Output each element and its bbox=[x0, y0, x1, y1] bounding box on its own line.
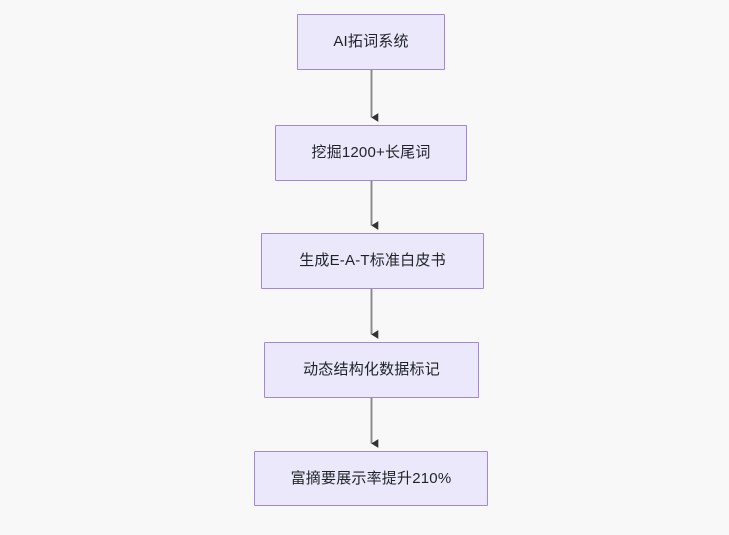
flow-node-generate-eat-whitepaper[interactable]: 生成E-A-T标准白皮书 bbox=[261, 233, 484, 289]
flow-node-label: 富摘要展示率提升210% bbox=[290, 469, 452, 487]
flow-node-label: AI拓词系统 bbox=[333, 33, 409, 51]
flow-node-mine-longtail-keywords[interactable]: 挖掘1200+长尾词 bbox=[275, 125, 467, 181]
flow-node-ai-keyword-system[interactable]: AI拓词系统 bbox=[297, 14, 445, 70]
flow-node-rich-snippet-impression-uplift[interactable]: 富摘要展示率提升210% bbox=[254, 451, 488, 506]
flow-node-dynamic-structured-data-markup[interactable]: 动态结构化数据标记 bbox=[264, 342, 479, 398]
flow-node-label: 动态结构化数据标记 bbox=[303, 361, 440, 379]
flow-node-label: 挖掘1200+长尾词 bbox=[311, 144, 431, 162]
flow-node-label: 生成E-A-T标准白皮书 bbox=[299, 252, 446, 270]
